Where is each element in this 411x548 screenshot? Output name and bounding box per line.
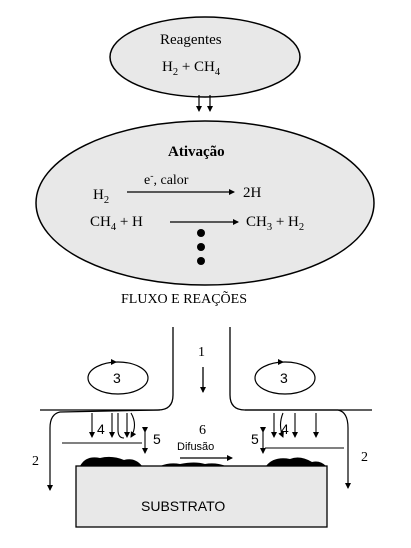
diffusion-label: Difusão — [177, 442, 214, 453]
reagents-ch4-sub: 4 — [215, 67, 220, 78]
r1-left-prefix: H — [93, 187, 104, 203]
label-5-left: 5 — [153, 432, 161, 446]
r2-right-mid: + H — [272, 214, 299, 230]
label-3-left: 3 — [113, 371, 121, 385]
reagents-ellipse — [110, 17, 300, 97]
label-5-right: 5 — [251, 432, 259, 446]
label-2-left: 2 — [32, 455, 39, 469]
reaction-1-right: 2H — [243, 186, 261, 201]
r2-right-sub2: 2 — [299, 222, 304, 233]
activation-title: Ativação — [168, 145, 225, 160]
r2-left-rest: + H — [116, 214, 143, 230]
r2-right-prefix: CH — [246, 214, 267, 230]
label-2-right: 2 — [361, 451, 368, 465]
label-1: 1 — [198, 346, 205, 360]
reagents-h2-prefix: H — [162, 59, 173, 75]
label-4-right: 4 — [281, 422, 289, 436]
reagents-formula: H2 + CH4 — [162, 60, 220, 75]
r1-left-sub: 2 — [104, 195, 109, 206]
reagents-title: Reagentes — [160, 33, 222, 48]
label-6: 6 — [199, 424, 206, 438]
substrate-block — [76, 466, 327, 527]
r2-left-prefix: CH — [90, 214, 111, 230]
continuation-dots — [197, 229, 205, 265]
r1-over-rest: , calor — [153, 173, 188, 188]
substrate-label: SUBSTRATO — [141, 499, 225, 513]
label-3-right: 3 — [280, 371, 288, 385]
reaction-2-left: CH4 + H — [90, 215, 143, 230]
flow-section-title: FLUXO E REAÇÕES — [121, 293, 247, 307]
reagents-plus-ch: + CH — [178, 59, 215, 75]
deposit-island-left — [80, 457, 142, 466]
reaction-1-condition: e-, calor — [144, 174, 188, 188]
reaction-2-right: CH3 + H2 — [246, 215, 304, 230]
reaction-1-left: H2 — [93, 188, 109, 203]
deposit-island-right — [266, 458, 326, 466]
label-4-left: 4 — [97, 422, 105, 436]
